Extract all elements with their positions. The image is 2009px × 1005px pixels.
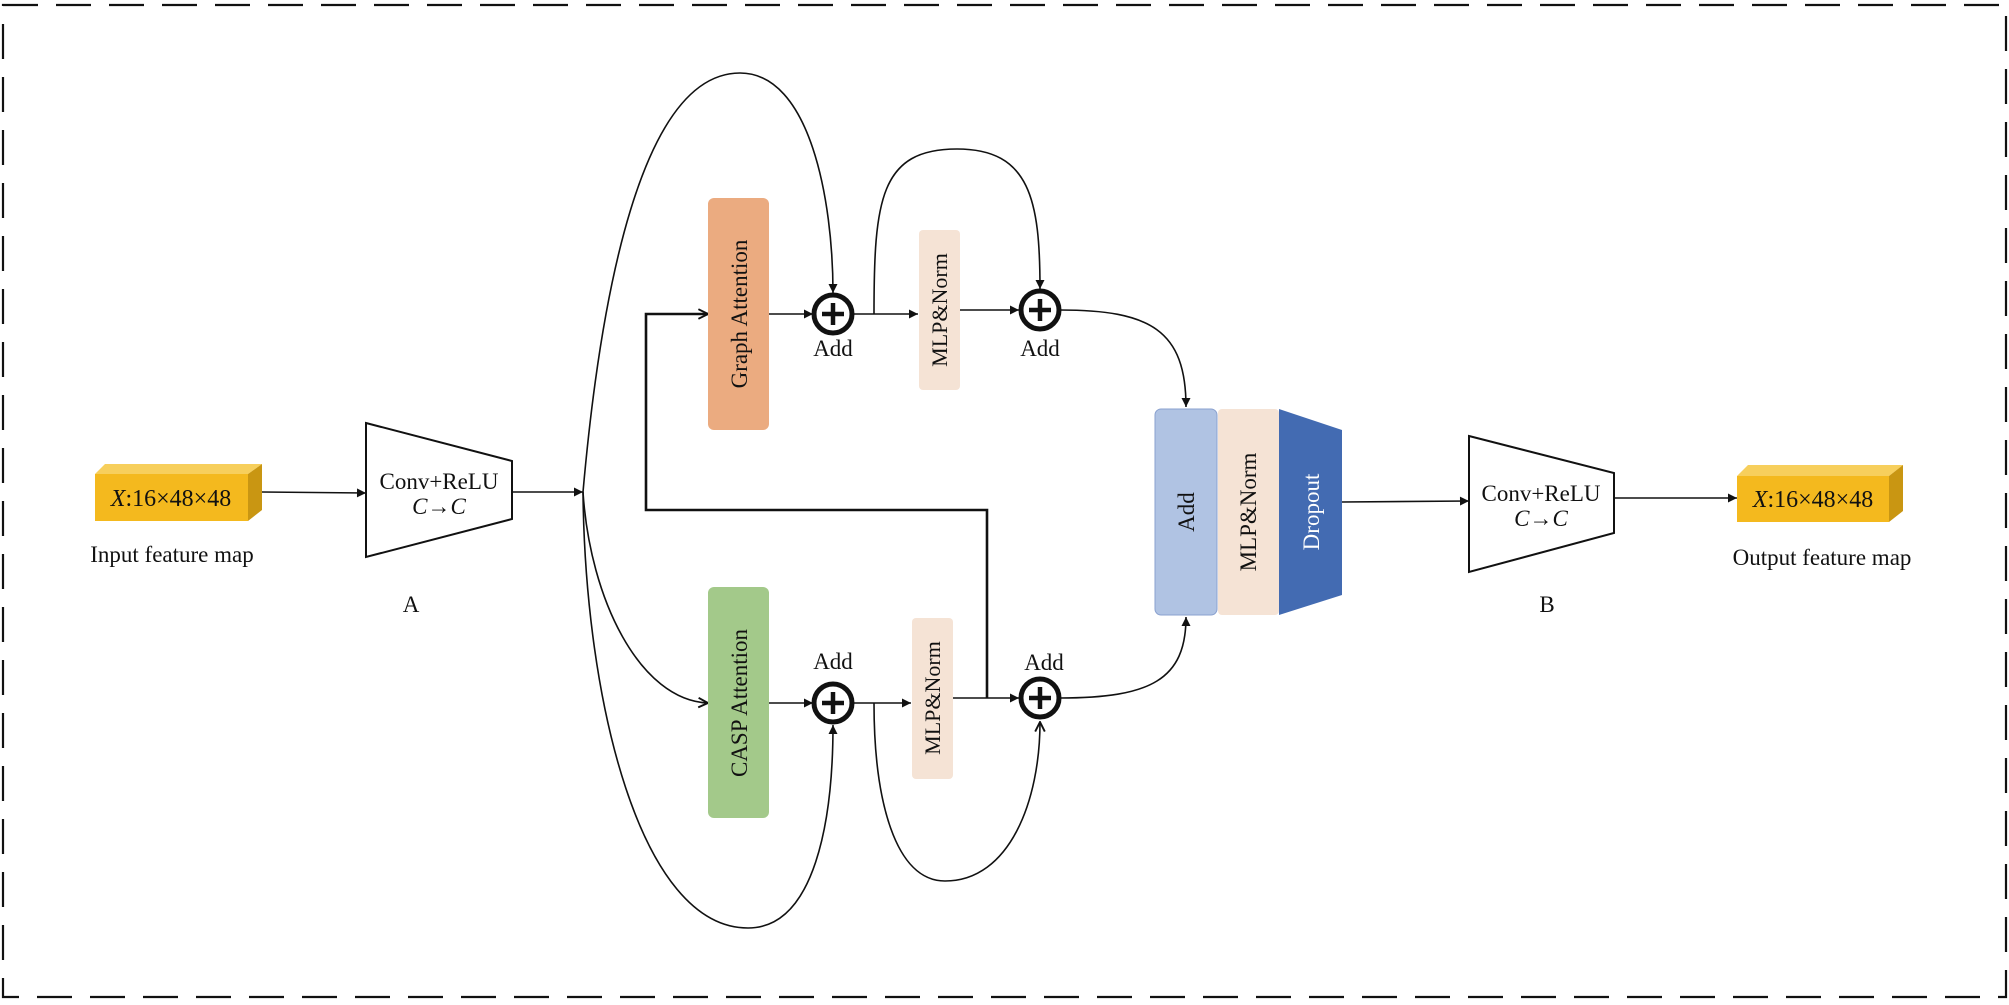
- output-tensor-label: X:16×48×48: [1752, 487, 1873, 513]
- fusion-block: Add MLP&Norm Dropout: [1154, 408, 1342, 616]
- conv-a-caption: A: [403, 592, 420, 617]
- output-tensor: X:16×48×48: [1737, 465, 1903, 522]
- upper-add2: [1018, 288, 1062, 332]
- skip-curve-lower-add1: [582, 491, 838, 929]
- arrow-input-to-conv-a: [261, 488, 367, 498]
- output-caption: Output feature map: [1733, 545, 1912, 570]
- input-tensor: X:16×48×48: [95, 464, 262, 521]
- lower-add2: [1018, 676, 1062, 720]
- skip-curve-upper-add1: [582, 72, 838, 493]
- cross-connection-to-graph-attention: [644, 314, 989, 698]
- output-tensor-front: [1737, 476, 1889, 522]
- arrow-lower-to-fusion: [1059, 616, 1191, 699]
- input-tensor-front: [95, 474, 248, 521]
- conv-b-trapezoid: [1468, 434, 1615, 574]
- arrow-branch-to-casp: [582, 491, 708, 703]
- arrow-upper-to-fusion: [1059, 309, 1191, 408]
- dropout-label: Dropout: [1299, 473, 1324, 550]
- upper-add1: [811, 292, 855, 336]
- input-tensor-top: [95, 464, 262, 474]
- conv-b-caption: B: [1539, 592, 1554, 617]
- input-tensor-label: X:16×48×48: [110, 486, 231, 512]
- output-tensor-side: [1889, 465, 1903, 522]
- input-tensor-side: [248, 464, 262, 521]
- casp-attention-label: CASP Attention: [727, 628, 752, 777]
- arrow-fusion-to-conv-b: [1341, 496, 1470, 506]
- lower-mlp-norm-block: [912, 618, 953, 779]
- fusion-add-block: [1154, 408, 1218, 616]
- dropout-block: [1279, 409, 1342, 615]
- lower-add2-label: Add: [1024, 650, 1064, 675]
- conv-a-trapezoid: [365, 421, 513, 559]
- input-caption: Input feature map: [90, 542, 253, 567]
- conv-block-b: Conv+ReLU C→C: [1468, 434, 1615, 574]
- graph-attention-label: Graph Attention: [727, 239, 752, 388]
- upper-mlp-norm-label: MLP&Norm: [927, 253, 952, 367]
- conv-b-line1: Conv+ReLU: [1481, 481, 1600, 506]
- upper-add2-label: Add: [1020, 336, 1060, 361]
- fusion-mlp-norm-block: [1218, 409, 1279, 615]
- skip-curve-upper-add2: [873, 148, 1045, 315]
- casp-attention-block: [708, 587, 769, 818]
- lower-add1: [811, 681, 855, 725]
- skip-curve-lower-add2: [873, 702, 1040, 882]
- conv-a-line1: Conv+ReLU: [379, 469, 498, 494]
- lower-mlp-norm-label: MLP&Norm: [920, 641, 945, 755]
- conv-b-line2: C→C: [1514, 506, 1568, 531]
- conv-block-a: Conv+ReLU C→C: [365, 421, 513, 559]
- dashed-frame: [1, 3, 2008, 999]
- output-tensor-top: [1737, 465, 1903, 476]
- graph-attention-block: [708, 198, 769, 430]
- lower-add1-label: Add: [813, 649, 853, 674]
- upper-mlp-norm-block: [919, 230, 960, 390]
- upper-add1-label: Add: [813, 336, 853, 361]
- conv-a-line2: C→C: [412, 494, 466, 519]
- fusion-mlp-norm-label: MLP&Norm: [1236, 452, 1261, 571]
- fusion-add-label: Add: [1174, 492, 1199, 532]
